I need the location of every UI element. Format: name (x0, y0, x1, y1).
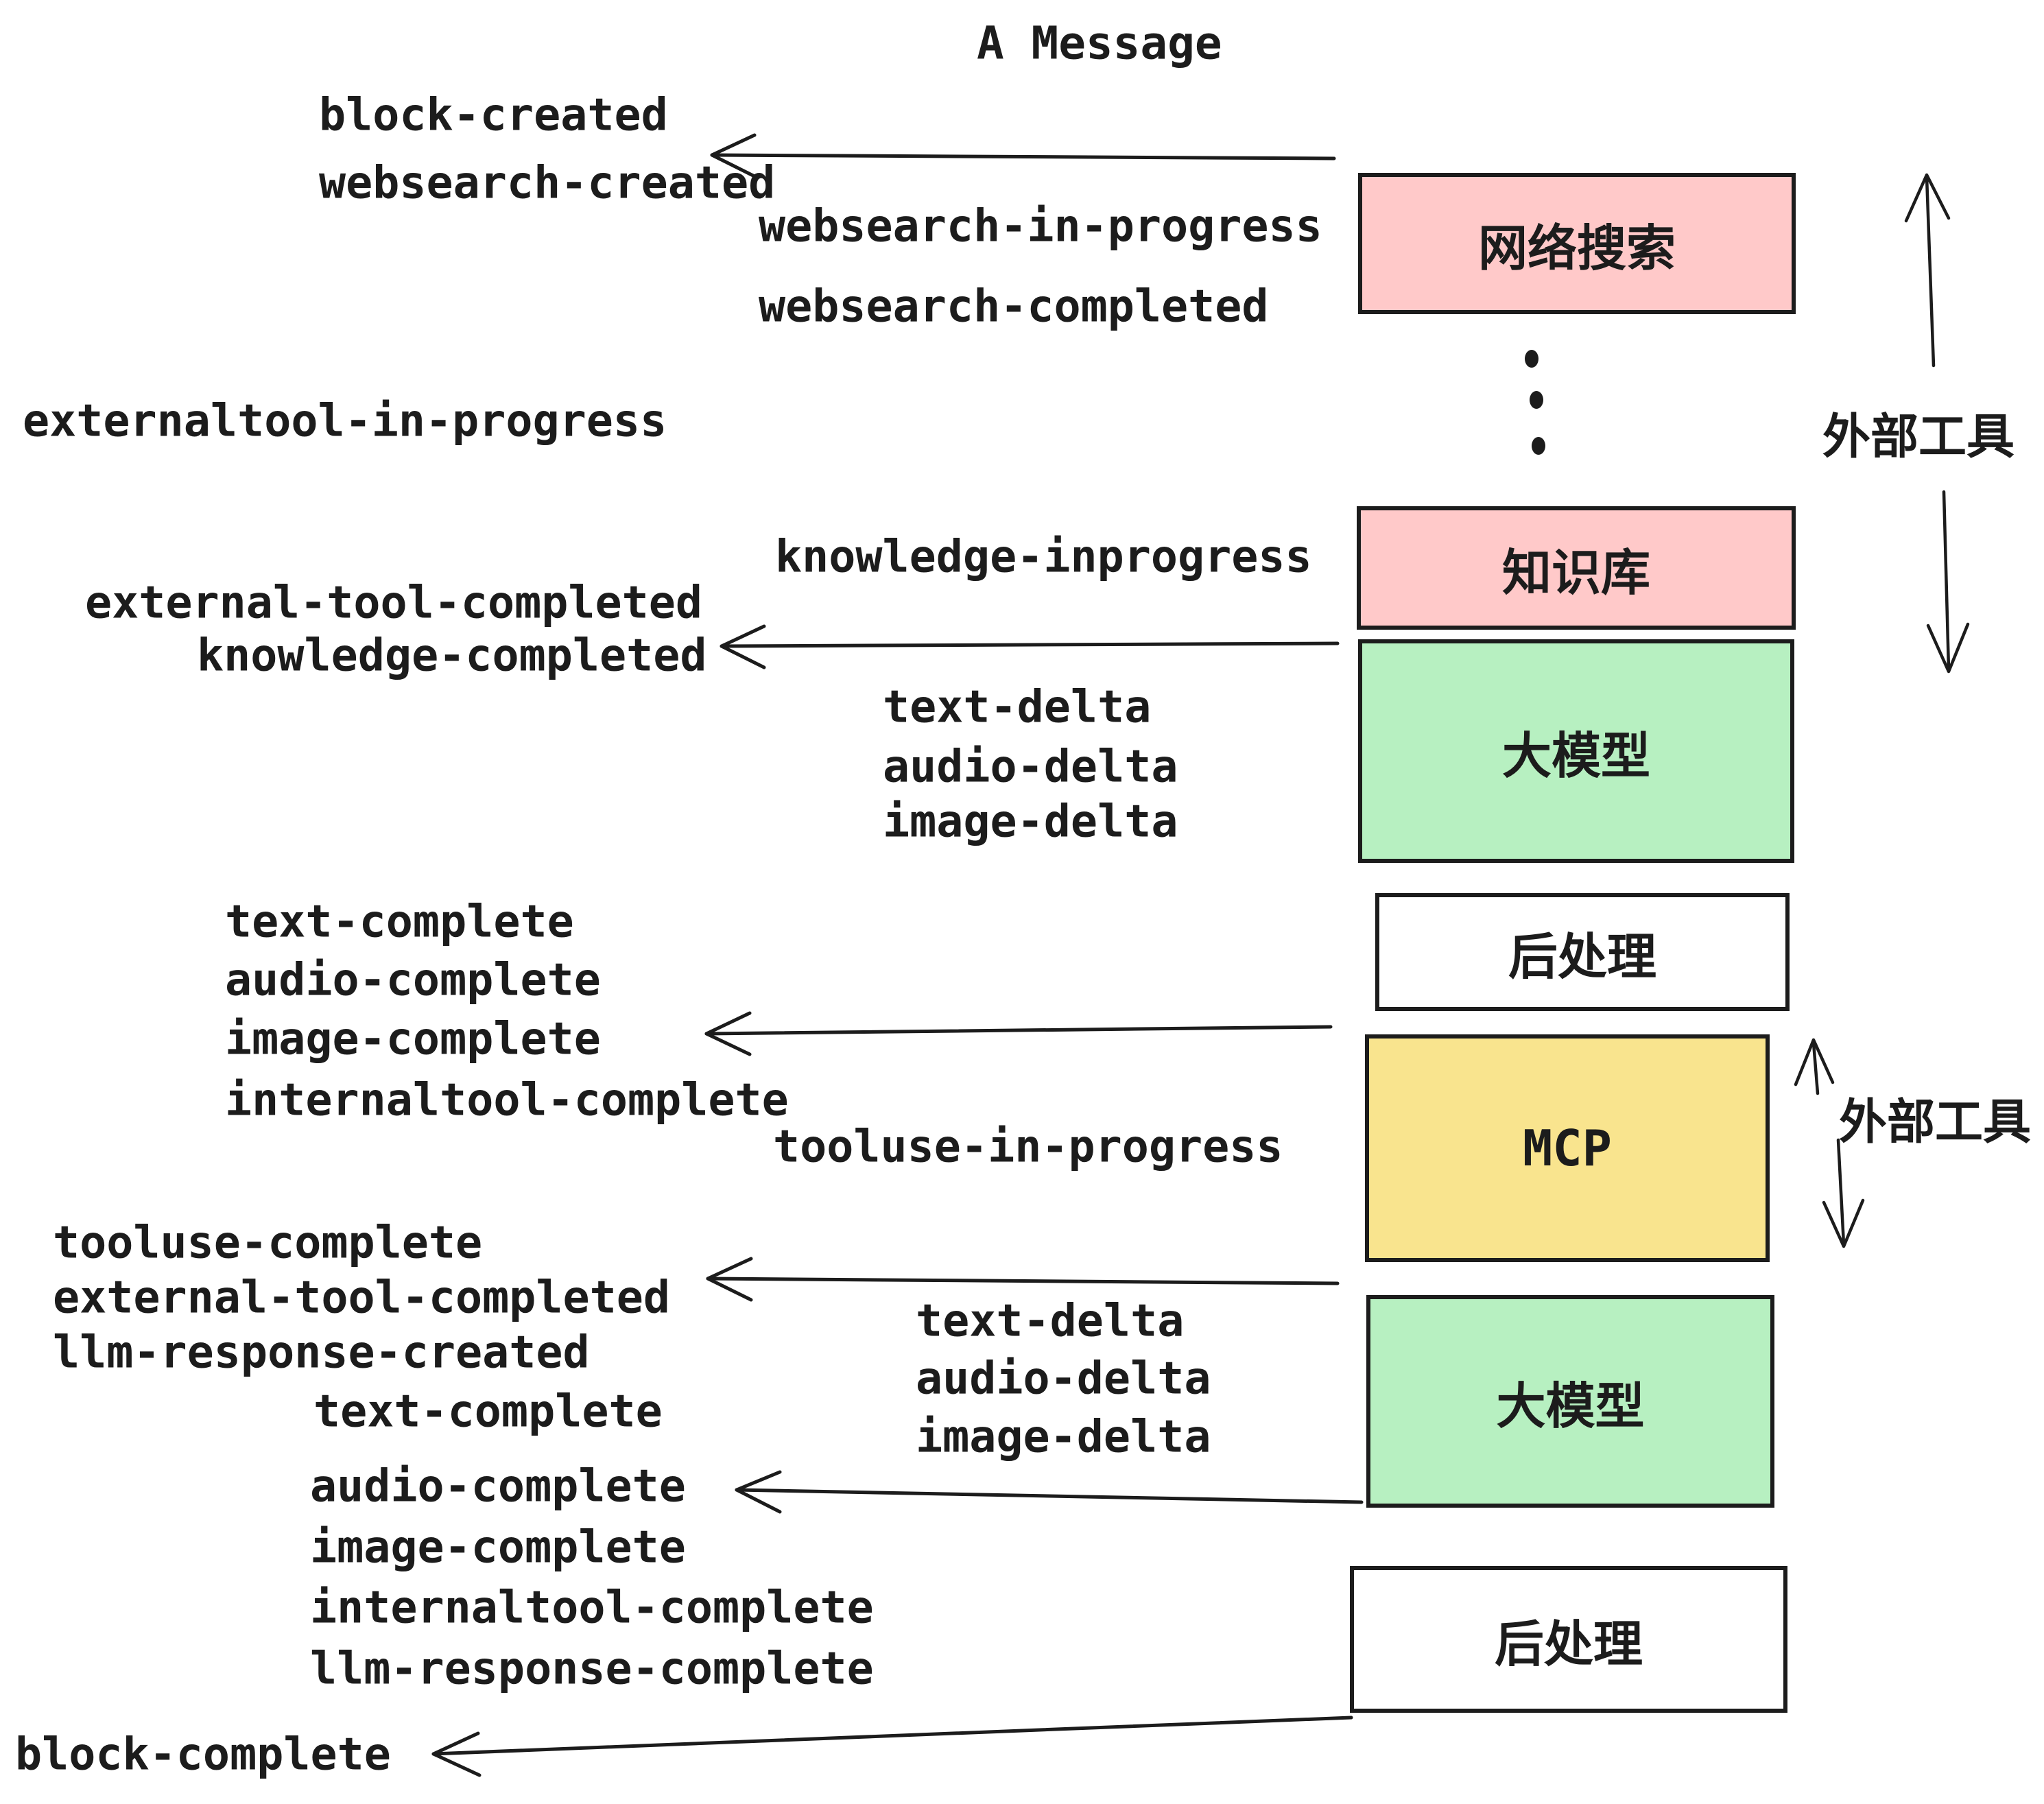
event-external-tool-completed-2: external-tool-completed (53, 1272, 671, 1324)
external-tools-up-arrow-1 (1904, 173, 1951, 368)
box-mcp: MCP (1365, 1034, 1770, 1262)
box-llm-1: 大模型 (1358, 639, 1794, 863)
event-text-delta-1: text-delta (883, 681, 1152, 733)
page-title: A Message (977, 16, 1222, 70)
arrow-to-tooluse-complete (706, 1257, 1340, 1302)
external-tools-down-arrow-1 (1926, 490, 1970, 674)
event-tooluse-in-progress: tooluse-in-progress (773, 1121, 1283, 1173)
arrow-to-block-complete (431, 1716, 1353, 1777)
box-llm-2: 大模型 (1366, 1295, 1774, 1508)
event-internaltool-complete-2: internaltool-complete (310, 1582, 874, 1634)
event-image-complete-2: image-complete (310, 1521, 686, 1574)
box-knowledge: 知识库 (1357, 506, 1796, 630)
event-block-complete: block-complete (15, 1729, 391, 1781)
event-external-tool-completed-1: external-tool-completed (85, 577, 703, 629)
event-knowledge-completed: knowledge-completed (197, 630, 707, 682)
box-websearch: 网络搜索 (1358, 173, 1796, 314)
external-tools-up-arrow-2 (1794, 1038, 1835, 1095)
event-text-complete-2: text-complete (313, 1386, 663, 1438)
event-image-delta-1: image-delta (883, 796, 1178, 848)
event-websearch-completed: websearch-completed (759, 281, 1269, 333)
event-tooluse-complete: tooluse-complete (53, 1217, 483, 1269)
event-block-created: block-created (319, 89, 668, 141)
external-tools-label-1: 外部工具 (1822, 408, 2015, 465)
arrow-to-image-complete (704, 1011, 1333, 1056)
event-knowledge-inprogress: knowledge-inprogress (775, 531, 1312, 583)
arrow-to-knowledge-completed (720, 624, 1340, 669)
external-tools-label-2: 外部工具 (1839, 1093, 2031, 1150)
event-audio-delta-2: audio-delta (916, 1353, 1211, 1405)
box-postprocess-2-label: 后处理 (1494, 1615, 1643, 1673)
event-llm-response-complete: llm-response-complete (310, 1643, 874, 1695)
arrow-to-block-created (710, 133, 1336, 178)
event-websearch-in-progress: websearch-in-progress (759, 200, 1322, 252)
event-image-complete-1: image-complete (225, 1013, 601, 1065)
event-image-delta-2: image-delta (916, 1411, 1211, 1463)
event-externaltool-in-progress: externaltool-in-progress (23, 395, 667, 447)
event-internaltool-complete-1: internaltool-complete (225, 1074, 789, 1126)
box-postprocess-2: 后处理 (1350, 1566, 1787, 1713)
event-llm-response-created: llm-response-created (53, 1327, 590, 1379)
arrow-to-audio-complete (735, 1470, 1364, 1514)
box-llm-1-label: 大模型 (1501, 726, 1650, 785)
box-mcp-label: MCP (1522, 1119, 1613, 1177)
event-text-delta-2: text-delta (916, 1295, 1185, 1347)
box-postprocess-1: 后处理 (1375, 893, 1790, 1011)
box-websearch-label: 网络搜索 (1477, 219, 1676, 277)
box-postprocess-1-label: 后处理 (1508, 927, 1656, 986)
event-audio-delta-1: audio-delta (883, 741, 1178, 793)
box-llm-2-label: 大模型 (1496, 1377, 1645, 1435)
event-audio-complete-1: audio-complete (225, 954, 601, 1006)
event-websearch-created: websearch-created (319, 157, 776, 209)
event-text-complete-1: text-complete (225, 896, 574, 948)
external-tools-down-arrow-2 (1822, 1138, 1865, 1248)
ellipsis-dots (1525, 350, 1545, 455)
box-knowledge-label: 知识库 (1501, 543, 1650, 602)
event-audio-complete-2: audio-complete (310, 1460, 686, 1512)
